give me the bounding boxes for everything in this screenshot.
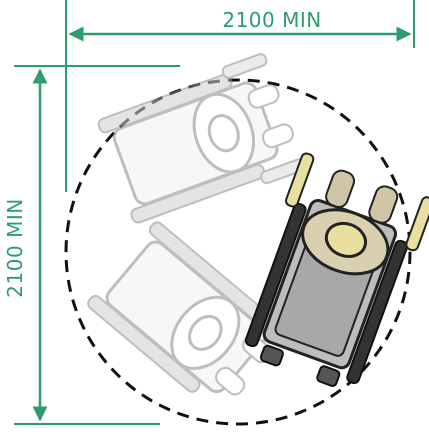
vertical-dimension-label: 2100 MIN xyxy=(3,198,27,297)
turning-circle xyxy=(64,78,412,426)
wheelchair-ghost-bottom xyxy=(87,221,273,396)
wheelchair-ghost-top xyxy=(97,53,306,224)
wheelchair-active xyxy=(244,152,429,387)
horizontal-dimension-label: 2100 MIN xyxy=(222,8,321,32)
horizontal-dimension: 2100 MIN xyxy=(65,0,415,192)
vertical-dimension: 2100 MIN xyxy=(3,65,180,425)
